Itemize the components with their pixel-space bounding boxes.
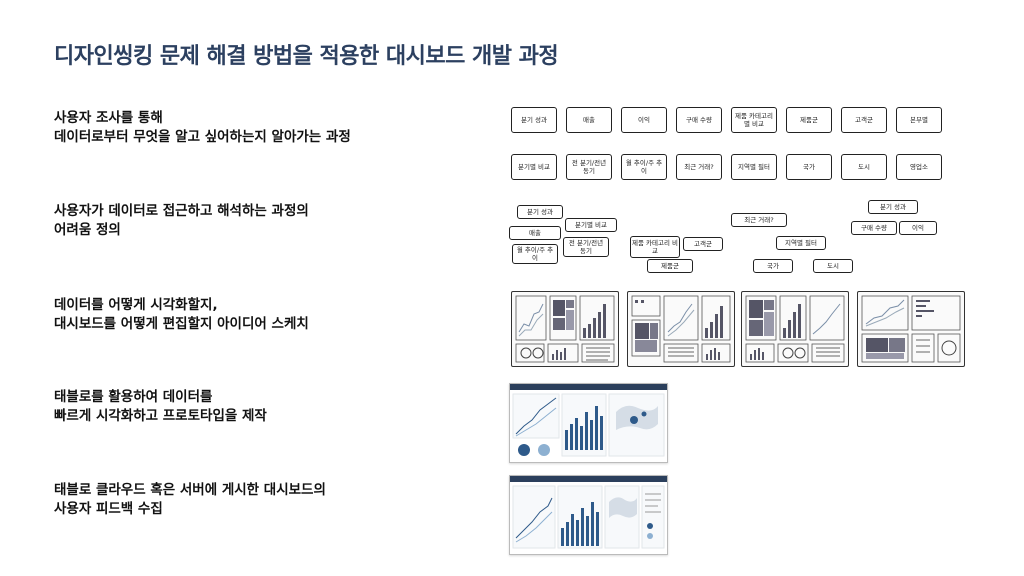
sticky-note: 국가 [786,154,832,180]
step-2-line2: 어려움 정의 [54,222,121,238]
sticky-note: 지역별 필터 [776,236,826,250]
dashboard-thumbnail [512,485,665,549]
step-3-line1: 데이터를 어떻게 시각화할지, [54,297,218,313]
sticky-note: 도시 [841,154,887,180]
sticky-note: 도시 [813,259,853,273]
dashboard-sketch [511,291,619,367]
step-3-line2: 대시보드를 어떻게 편집할지 아이디어 스케치 [54,316,309,332]
sticky-note: 지역별 필터 [731,154,777,180]
sticky-note: 매출 [566,107,612,133]
step-5-line1: 태블로 클라우드 혹은 서버에 게시한 대시보드의 [54,482,326,498]
published-dashboard-screenshot [509,475,668,555]
sticky-note: 분기 성과 [511,107,557,133]
sticky-note: 분기 성과 [868,200,918,214]
sketch-drawing [631,295,731,363]
sticky-note: 구매 수량 [851,221,897,235]
step-2-line1: 사용자가 데이터로 접근하고 해석하는 과정의 [54,203,309,219]
sticky-note: 최근 거래? [676,154,722,180]
dashboard-sketch [857,291,965,367]
dashboard-sketch [741,291,849,367]
sticky-note: 분기별 비교 [565,218,617,232]
sticky-note: 이익 [899,221,937,235]
sticky-note: 제품 카테고리 비교 [630,236,680,258]
step-5-text: 태블로 클라우드 혹은 서버에 게시한 대시보드의 사용자 피드백 수집 [54,481,326,519]
tableau-prototype-screenshot [509,383,668,463]
step-4-text: 태블로를 활용하여 데이터를 빠르게 시각화하고 프로토타입을 제작 [54,388,267,426]
sketch-drawing [515,295,615,363]
sticky-note: 분기별 비교 [511,154,557,180]
step-1-line2: 데이터로부터 무엇을 알고 싶어하는지 알아가는 과정 [54,129,351,145]
sticky-note: 구매 수량 [676,107,722,133]
step-4-line1: 태블로를 활용하여 데이터를 [54,389,213,405]
sticky-note: 분기 성과 [517,205,563,219]
sticky-note: 최근 거래? [731,213,787,227]
sticky-note: 매출 [509,226,561,240]
dashboard-header-bar [510,384,667,390]
page-title: 디자인씽킹 문제 해결 방법을 적용한 대시보드 개발 과정 [54,44,559,69]
step-5-line2: 사용자 피드백 수집 [54,501,163,517]
step-4-line2: 빠르게 시각화하고 프로토타입을 제작 [54,408,267,424]
step-2-text: 사용자가 데이터로 접근하고 해석하는 과정의 어려움 정의 [54,202,309,240]
sticky-note: 고객군 [683,237,723,251]
step-1-line1: 사용자 조사를 통해 [54,110,163,126]
step-3-text: 데이터를 어떻게 시각화할지, 대시보드를 어떻게 편집할지 아이디어 스케치 [54,296,309,334]
sticky-note: 월 추이/주 추이 [512,244,558,264]
step-1-text: 사용자 조사를 통해 데이터로부터 무엇을 알고 싶어하는지 알아가는 과정 [54,109,351,147]
sticky-note: 제품군 [647,259,693,273]
dashboard-thumbnail [512,393,665,457]
sticky-note: 이익 [621,107,667,133]
dashboard-header-bar [510,476,667,482]
sticky-note: 고객군 [841,107,887,133]
sticky-note: 전 분기/전년 동기 [566,154,612,180]
sketch-drawing [861,295,961,363]
sketch-drawing [745,295,845,363]
sticky-note: 제품 카테고리별 비교 [731,107,777,133]
sticky-note: 본부별 [896,107,942,133]
sticky-note: 제품군 [786,107,832,133]
sticky-note: 국가 [753,259,793,273]
sticky-note: 영업소 [896,154,942,180]
dashboard-sketch [627,291,735,367]
sticky-note: 전 분기/전년 동기 [563,237,609,257]
sticky-note: 월 추이/주 추이 [621,154,667,180]
